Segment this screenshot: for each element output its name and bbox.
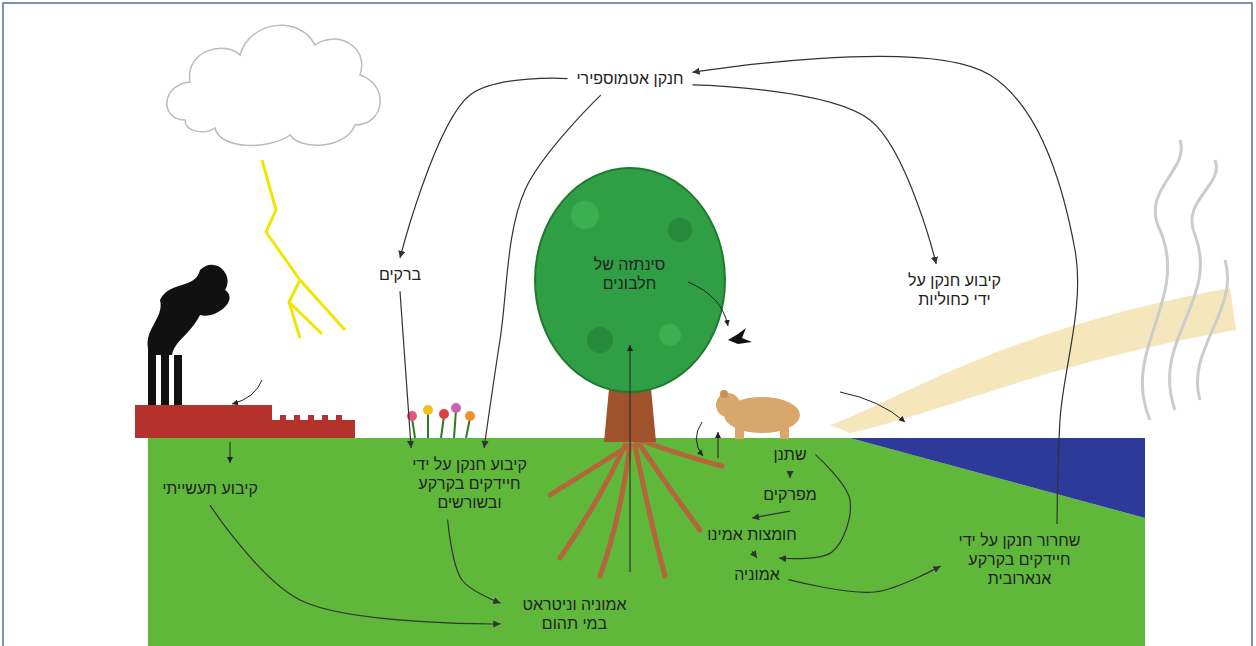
chimney	[174, 355, 182, 408]
flow-arrow	[484, 95, 601, 448]
process-label: אמוניה	[730, 562, 785, 587]
arrow	[840, 392, 905, 422]
cloud	[167, 25, 380, 145]
bear	[720, 390, 728, 398]
label-text: שתנן	[773, 445, 808, 464]
flow-arrow	[752, 511, 790, 518]
label-text: מפרקים	[763, 485, 818, 504]
label-text: קיבוע חנקן על ידי חיידקים בקרקע ובשורשים	[401, 455, 539, 513]
arrow	[230, 442, 231, 463]
arrow	[630, 345, 631, 572]
flow-arrow	[693, 85, 937, 264]
frame	[3, 3, 1252, 646]
factory	[135, 405, 272, 438]
arrow	[696, 422, 703, 456]
steam	[1142, 140, 1227, 420]
flower	[439, 409, 449, 419]
process-label: קיבוע תעשייתי	[158, 476, 263, 501]
flow-arrow	[789, 566, 941, 592]
label-text: אמוניה וניטראט במי תהום	[509, 595, 641, 633]
leaf-texture	[668, 218, 692, 242]
flow-arrow	[693, 56, 1078, 524]
process-label: חומצות אמינו	[703, 522, 802, 547]
flow-arrow	[400, 291, 411, 448]
arrow	[718, 432, 719, 458]
process-label: חנקן אטמוספירי	[572, 66, 689, 91]
label-text: קיבוע תעשייתי	[162, 479, 259, 498]
battlement	[336, 415, 342, 420]
label-text: חנקן אטמוספירי	[576, 69, 685, 88]
process-label: שתנן	[769, 442, 812, 467]
flow-arrow	[752, 551, 757, 558]
bear	[716, 393, 740, 417]
plume	[830, 288, 1236, 433]
process-label: סינתזה של חלבונים	[578, 252, 682, 296]
roots	[550, 440, 722, 576]
water	[850, 438, 1145, 518]
battlement	[308, 415, 314, 420]
label-text: ברקים	[378, 265, 422, 284]
leaf-texture	[571, 201, 599, 229]
ground	[148, 438, 1145, 646]
label-text: חומצות אמינו	[707, 525, 798, 544]
process-label: ברקים	[374, 262, 426, 287]
label-text: סינתזה של חלבונים	[582, 255, 678, 293]
process-label: קיבוע חנקן על ידי חיידקים בקרקע ובשורשים	[397, 452, 543, 516]
bear	[780, 425, 789, 439]
flower	[451, 403, 461, 413]
leaf-texture	[659, 324, 681, 346]
chimney	[148, 345, 156, 408]
flower-stems	[412, 410, 470, 438]
label-text: שחרור חנקן על ידי חיידקים בקרקע אנארובית	[949, 531, 1091, 589]
flow-arrow	[400, 78, 568, 258]
factory	[272, 420, 355, 438]
chimney	[161, 350, 169, 408]
process-label: קיבוע חנקן על ידי כחוליות	[894, 268, 1016, 312]
flower	[465, 411, 475, 421]
flow-arrow	[789, 471, 790, 478]
leaf-texture	[587, 327, 613, 353]
battlement	[322, 415, 328, 420]
process-label: אמוניה וניטראט במי תהום	[505, 592, 645, 636]
arrow	[688, 282, 728, 326]
battlement	[280, 415, 286, 420]
battlement	[294, 415, 300, 420]
flow-arrow	[448, 520, 501, 604]
flower	[423, 405, 433, 415]
process-label: מפרקים	[759, 482, 822, 507]
smoke	[148, 265, 230, 355]
label-text: אמוניה	[734, 565, 781, 584]
bird	[728, 328, 752, 344]
label-text: קיבוע חנקן על ידי כחוליות	[898, 271, 1012, 309]
arrow	[232, 380, 262, 404]
flow-arrow	[210, 505, 501, 624]
process-label: שחרור חנקן על ידי חיידקים בקרקע אנארובית	[945, 528, 1095, 592]
bear	[735, 425, 744, 439]
lightning	[262, 160, 345, 338]
